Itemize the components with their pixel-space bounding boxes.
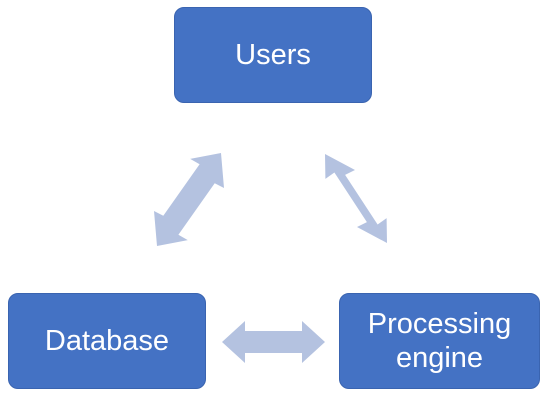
processing-engine-label-line1: Processing: [367, 308, 512, 340]
processing-engine-label-line2: engine: [395, 342, 484, 374]
arrow-database-processing: [222, 321, 325, 363]
users-label: Users: [235, 39, 311, 71]
database-label: Database: [44, 325, 170, 357]
arrow-users-database: [154, 153, 224, 246]
users-node: Users: [174, 7, 372, 103]
processing-engine-node: Processing engine: [339, 293, 540, 389]
database-node: Database: [8, 293, 206, 389]
arrow-users-processing: [325, 154, 387, 243]
